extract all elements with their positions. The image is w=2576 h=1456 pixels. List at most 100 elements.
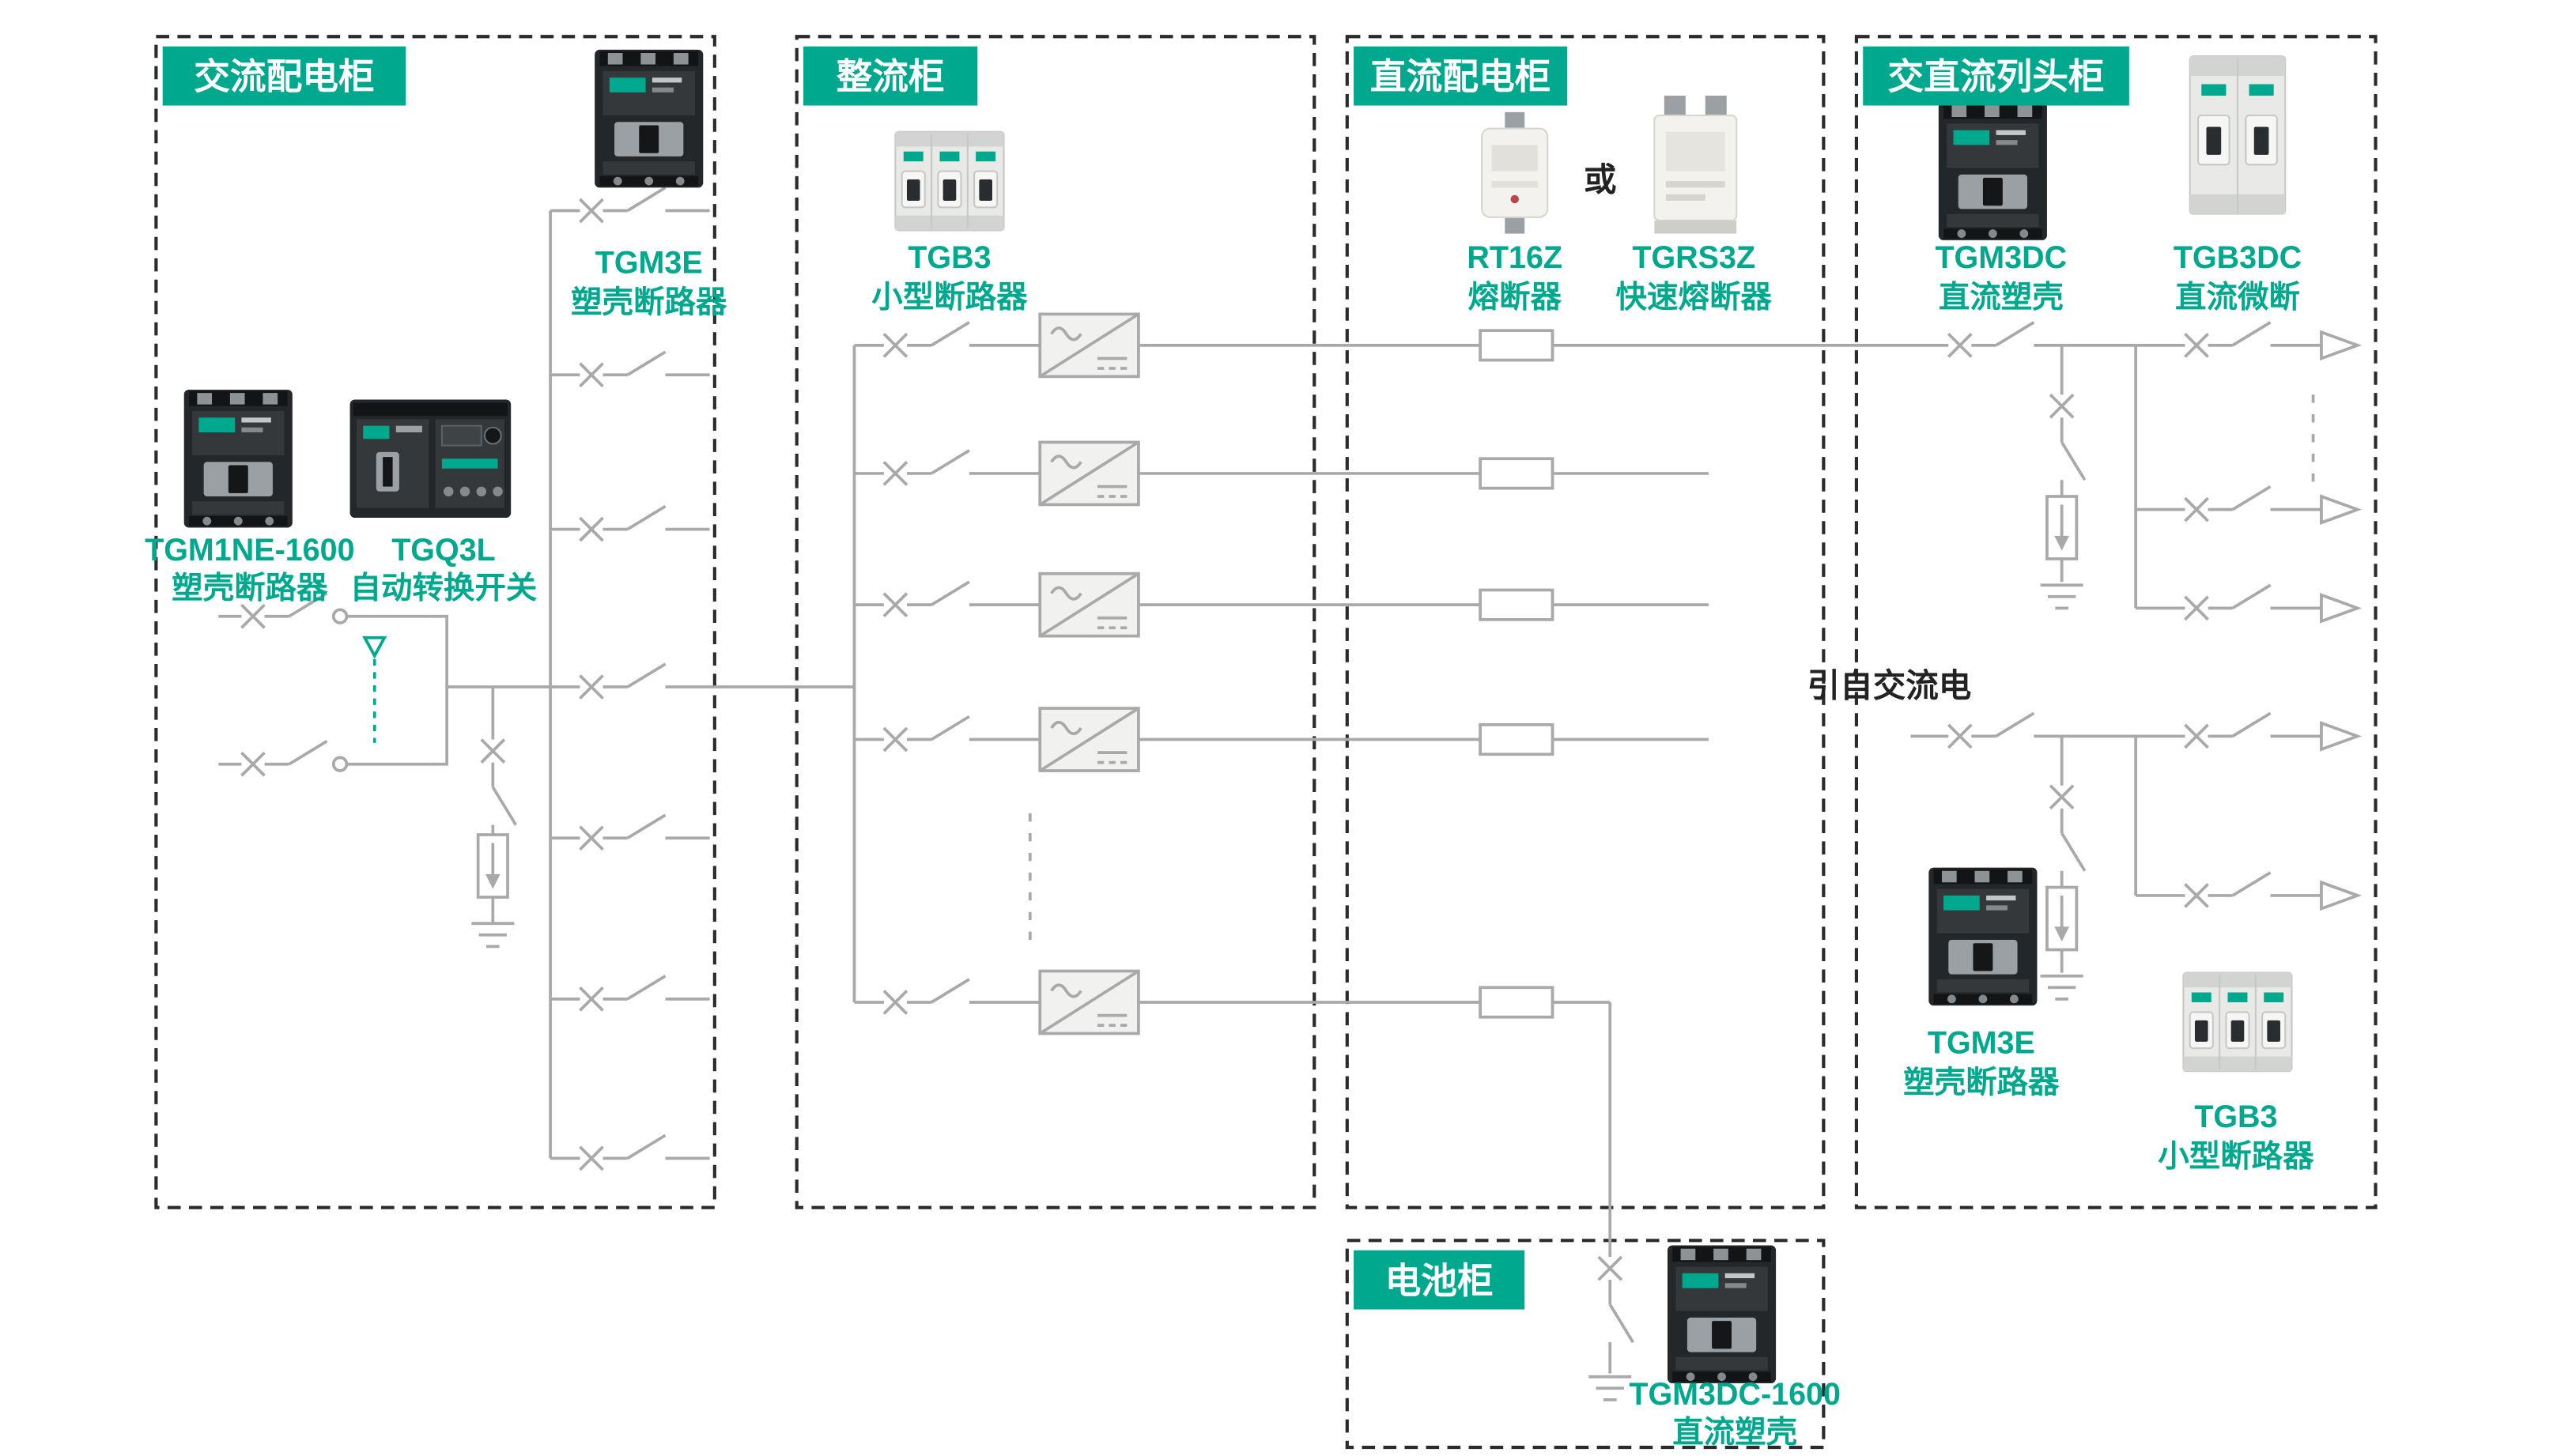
ground-icon [470, 922, 516, 949]
tgb3dc-model-label: TGB3DC [2174, 240, 2302, 275]
dc-cabinet-title: 直流配电柜 [1370, 57, 1551, 97]
tgm3e-ac-model-label: TGM3E [595, 245, 703, 280]
ground-icon [2038, 974, 2085, 1001]
breaker-symbol [882, 448, 971, 487]
rectifier-cabinet-header: 整流柜 [803, 46, 978, 106]
breaker-symbol [578, 350, 667, 388]
rowhead-cabinet-header: 交直流列头柜 [1863, 46, 2129, 106]
header-bg [1354, 46, 1568, 106]
tgq3l-type-label: 自动转换开关 [350, 571, 538, 605]
fuse-icon [1479, 457, 1554, 490]
rowhead-cabinet-wiring [1910, 320, 2359, 1001]
tgb3-row-type-label: 小型断路器 [2158, 1139, 2314, 1174]
tgm3dc1600-type-label: 直流塑壳 [1672, 1415, 1797, 1450]
tgq3l-model-label: TGQ3L [391, 533, 496, 568]
breaker-symbol [479, 737, 518, 827]
dc-cabinet-wiring [1479, 329, 1554, 1019]
ac-cabinet-title: 交流配电柜 [194, 57, 375, 97]
tgb3-rectifier-product-image [894, 130, 1005, 232]
breaker-symbol [578, 504, 667, 543]
rt16z-product-image [1481, 111, 1549, 235]
tgrs3z-product-image [1653, 95, 1738, 235]
dc-cabinet-border [1345, 35, 1826, 1209]
breaker-symbol [578, 813, 667, 851]
fuse-icon [1479, 329, 1554, 362]
arrow-icon [2320, 330, 2359, 360]
circuit-wiring [218, 186, 2359, 1401]
breaker-symbol [2183, 320, 2272, 359]
rectifier-icon [1038, 440, 1140, 507]
rectifier-cabinet-wiring [852, 312, 1949, 1035]
rectifier-cabinet-border [795, 35, 1316, 1209]
battery-cabinet-header: 电池柜 [1354, 1250, 1525, 1310]
tgm3dc-type-label: 直流塑壳 [1939, 280, 2064, 315]
tgb3-rowhead-product-image [2182, 971, 2293, 1073]
rectifier-icon [1038, 571, 1140, 638]
fuse-icon [1479, 986, 1554, 1019]
breaker-symbol [578, 1133, 667, 1171]
fuse-icon [1479, 588, 1554, 621]
breaker-symbol [2183, 485, 2272, 523]
tgm3dc-product-image [1938, 102, 2047, 240]
header-bg [162, 46, 406, 106]
tgm1ne-type-label: 塑壳断路器 [172, 571, 328, 605]
surge-arrester-icon [476, 833, 509, 899]
breaker-symbol [882, 978, 971, 1016]
tgb3-row-model-label: TGB3 [2194, 1100, 2277, 1134]
tgm1ne-product-image [183, 389, 293, 528]
ground-icon [2038, 583, 2085, 610]
tgm3e-rowhead-product-image [1928, 867, 2038, 1006]
breaker-symbol [882, 320, 971, 359]
tgm1ne-model-label: TGM1NE-1600 [145, 533, 354, 568]
or-label: 或 [1584, 161, 1617, 198]
tgrs3z-model-label: TGRS3Z [1632, 240, 1755, 275]
arrow-icon [2320, 495, 2359, 525]
tgb3dc-type-label: 直流微断 [2175, 280, 2300, 315]
ats-bracket [430, 614, 449, 766]
breaker-symbol [578, 662, 667, 700]
rt16z-model-label: RT16Z [1467, 240, 1562, 275]
tgm3e-row-model-label: TGM3E [1928, 1025, 2035, 1060]
breaker-symbol [882, 715, 971, 753]
arrow-icon [2320, 593, 2359, 623]
ac-cabinet-wiring [218, 186, 855, 1171]
contact-icon [331, 756, 349, 772]
tgm3dc-model-label: TGM3DC [1935, 240, 2067, 275]
rectifier-cabinet-title: 整流柜 [837, 57, 945, 97]
battery-icon [1587, 1375, 1634, 1401]
arrow-icon [2320, 881, 2359, 911]
breaker-symbol [1947, 711, 2036, 749]
tgm3dc1600-product-image [1667, 1245, 1777, 1384]
annotations: 或 引自交流电 [1584, 161, 1971, 704]
tgb3dc-product-image [2189, 55, 2287, 215]
surge-arrester-icon [2045, 495, 2079, 560]
product-labels: TGM3E 塑壳断路器 TGM1NE-1600 塑壳断路器 TGQ3L 自动转换… [145, 240, 2314, 1450]
header-bg [1354, 1250, 1525, 1310]
breaker-symbol [578, 974, 667, 1013]
battery-cabinet-border [1345, 1239, 1826, 1450]
breaker-symbol [1947, 320, 2036, 359]
ac-cabinet-header: 交流配电柜 [162, 46, 406, 106]
tgm3e-ac-type-label: 塑壳断路器 [571, 285, 727, 319]
breaker-symbol [578, 186, 667, 224]
breaker-symbol [1596, 1255, 1635, 1344]
tgm3dc1600-model-label: TGM3DC-1600 [1629, 1377, 1841, 1412]
rowhead-cabinet-border [1854, 35, 2378, 1209]
battery-cabinet-wiring [1587, 1001, 1635, 1401]
breaker-symbol [2049, 783, 2087, 873]
ac-cabinet-border [154, 35, 716, 1209]
ats-actuator-icon [362, 636, 387, 743]
breaker-symbol [240, 739, 329, 778]
header-bg [1863, 46, 2129, 106]
rectifier-icon [1038, 707, 1140, 772]
ac-source-note: 引自交流电 [1807, 667, 1972, 704]
tgb3-rect-model-label: TGB3 [908, 240, 991, 275]
breaker-symbol [2183, 870, 2272, 909]
arrow-icon [2320, 721, 2359, 751]
breaker-symbol [2183, 711, 2272, 749]
rowhead-cabinet-title: 交直流列头柜 [1887, 57, 2104, 97]
fuse-icon [1479, 722, 1554, 756]
breaker-symbol [2183, 583, 2272, 621]
